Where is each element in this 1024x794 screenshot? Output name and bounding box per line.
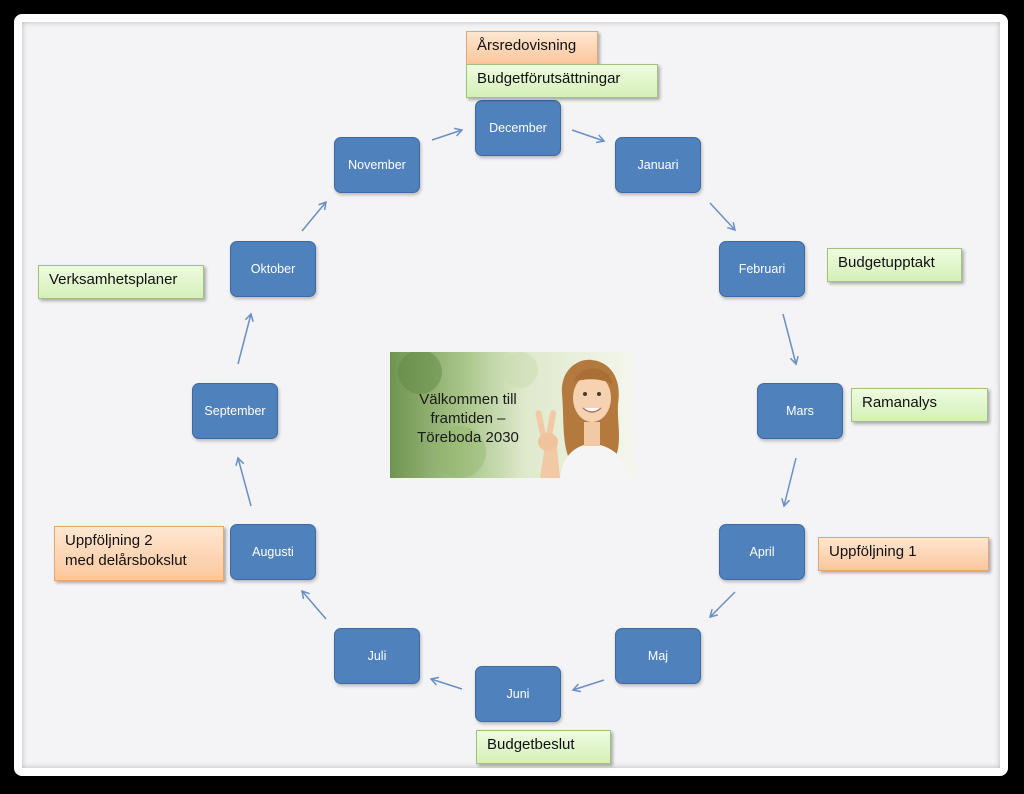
month-april: April	[719, 524, 805, 580]
month-maj: Maj	[615, 628, 701, 684]
month-juni: Juni	[475, 666, 561, 722]
month-augusti: Augusti	[230, 524, 316, 580]
arrow-oktober-november	[301, 200, 327, 232]
note-uppfoljning-2: Uppföljning 2 med delårsbokslut	[54, 526, 224, 581]
month-december: December	[475, 100, 561, 156]
arrow-september-oktober	[237, 312, 254, 365]
smiling-girl-photo-icon	[398, 352, 630, 478]
welcome-line-1: Välkommen till	[419, 391, 517, 408]
month-oktober: Oktober	[230, 241, 316, 297]
note-uppfoljning-2-line1: Uppföljning 2	[65, 532, 153, 549]
arrow-maj-juni	[571, 679, 605, 693]
welcome-text: Välkommen till framtiden – Töreboda 2030	[398, 390, 538, 447]
note-budgetupptakt: Budgetupptakt	[827, 248, 962, 282]
arrow-november-december	[431, 127, 464, 141]
month-november: November	[334, 137, 420, 193]
arrow-januari-februari	[709, 202, 737, 232]
arrow-juni-juli	[429, 676, 463, 690]
note-uppfoljning-1: Uppföljning 1	[818, 537, 989, 571]
arrow-mars-april	[781, 457, 797, 508]
center-image: Välkommen till framtiden – Töreboda 2030	[390, 352, 636, 478]
note-budgetbeslut: Budgetbeslut	[476, 730, 611, 764]
arrow-augusti-september	[235, 456, 252, 507]
month-januari: Januari	[615, 137, 701, 193]
note-uppfoljning-2-line2: med delårsbokslut	[65, 552, 187, 569]
arrow-februari-mars	[782, 313, 799, 366]
month-mars: Mars	[757, 383, 843, 439]
note-arsredovisning: Årsredovisning	[466, 31, 598, 65]
note-ramanalys: Ramanalys	[851, 388, 988, 422]
arrow-juli-augusti	[301, 589, 327, 620]
month-september: September	[192, 383, 278, 439]
welcome-line-2: framtiden –	[430, 410, 506, 427]
arrow-december-januari	[571, 129, 606, 144]
arrow-april-maj	[708, 591, 736, 619]
welcome-line-3: Töreboda 2030	[417, 429, 519, 446]
note-budgetforutsattningar: Budgetförutsättningar	[466, 64, 658, 98]
month-februari: Februari	[719, 241, 805, 297]
note-verksamhetsplaner: Verksamhetsplaner	[38, 265, 204, 299]
month-juli: Juli	[334, 628, 420, 684]
